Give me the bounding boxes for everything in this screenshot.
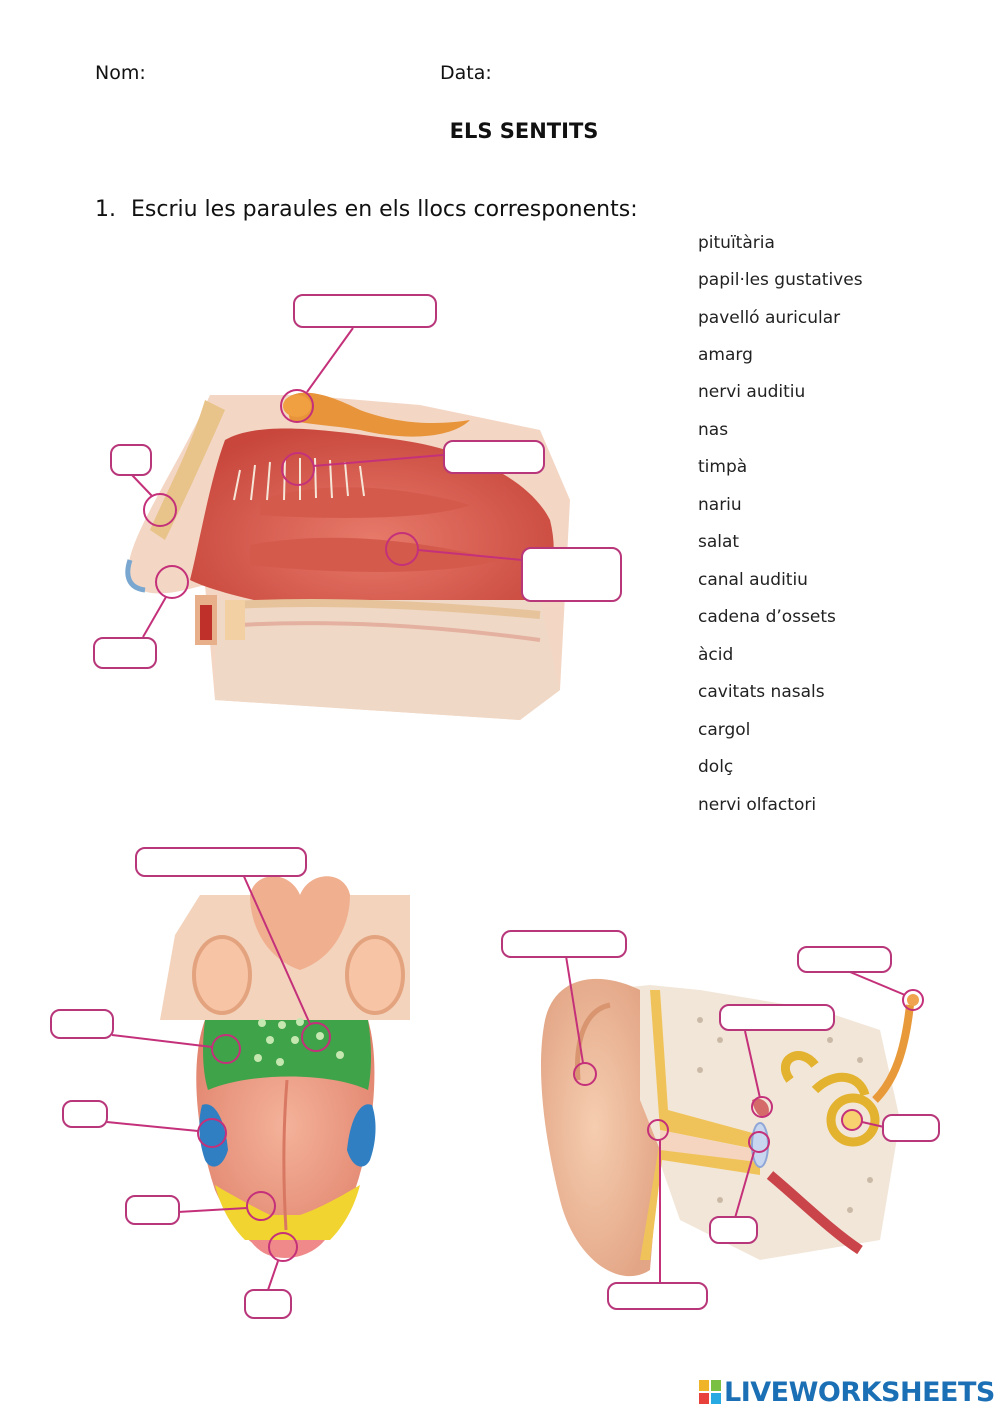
answer-box-nose-nostril[interactable] [93, 637, 157, 669]
answer-box-tongue-sour[interactable] [62, 1100, 108, 1128]
word-bank-item: pavelló auricular [698, 308, 841, 328]
answer-box-nose-olfactory-nerve[interactable] [293, 294, 437, 328]
instruction-text: Escriu les paraules en els llocs corresp… [131, 197, 638, 222]
answer-box-tongue-papillae[interactable] [135, 847, 307, 877]
name-label: Nom: [95, 62, 146, 84]
word-bank-item: cadena d’ossets [698, 607, 836, 627]
word-bank-item: cavitats nasals [698, 682, 825, 702]
answer-box-ear-ossicles[interactable] [719, 1004, 835, 1031]
word-bank-item: pituïtària [698, 233, 775, 253]
instruction-number: 1. [95, 197, 116, 222]
page-title: ELS SENTITS [449, 119, 599, 143]
word-bank-item: àcid [698, 645, 734, 665]
answer-box-tongue-bitter[interactable] [50, 1009, 114, 1039]
nose-diagram [125, 392, 570, 720]
word-bank-item: papil·les gustatives [698, 270, 863, 290]
answer-box-ear-canal[interactable] [607, 1282, 708, 1310]
brand-icon [699, 1380, 721, 1404]
word-bank-item: nervi auditiu [698, 382, 806, 402]
word-bank-item: salat [698, 532, 740, 552]
word-bank-item: cargol [698, 720, 751, 740]
answer-box-nose-pituitary[interactable] [443, 440, 545, 474]
word-bank-item: amarg [698, 345, 753, 365]
tongue-callouts [106, 871, 331, 1291]
date-label: Data: [440, 62, 492, 84]
word-bank-item: nas [698, 420, 729, 440]
answer-box-tongue-sweet[interactable] [244, 1289, 292, 1319]
answer-box-ear-eardrum[interactable] [709, 1216, 758, 1244]
brand-logo: LIVEWORKSHEETS [698, 1376, 995, 1408]
answer-box-ear-pinna[interactable] [501, 930, 627, 958]
word-bank-item: nervi olfactori [698, 795, 817, 815]
instruction: 1. Escriu les paraules en els llocs corr… [95, 197, 638, 222]
word-bank-item: dolç [698, 757, 734, 777]
nose-callouts [131, 327, 523, 638]
ear-diagram [540, 978, 919, 1277]
answer-box-nose-bone[interactable] [110, 444, 152, 476]
ear-callouts [565, 955, 924, 1283]
answer-box-nose-cavities[interactable] [521, 547, 622, 602]
answer-box-ear-nerve[interactable] [797, 946, 892, 973]
word-bank-item: canal auditiu [698, 570, 808, 590]
word-bank-item: timpà [698, 457, 748, 477]
answer-box-ear-cochlea[interactable] [882, 1114, 940, 1142]
tongue-diagram [160, 876, 410, 1258]
word-bank-item: nariu [698, 495, 742, 515]
brand-name: LIVEWORKSHEETS [724, 1376, 995, 1408]
answer-box-tongue-salty[interactable] [125, 1195, 180, 1225]
